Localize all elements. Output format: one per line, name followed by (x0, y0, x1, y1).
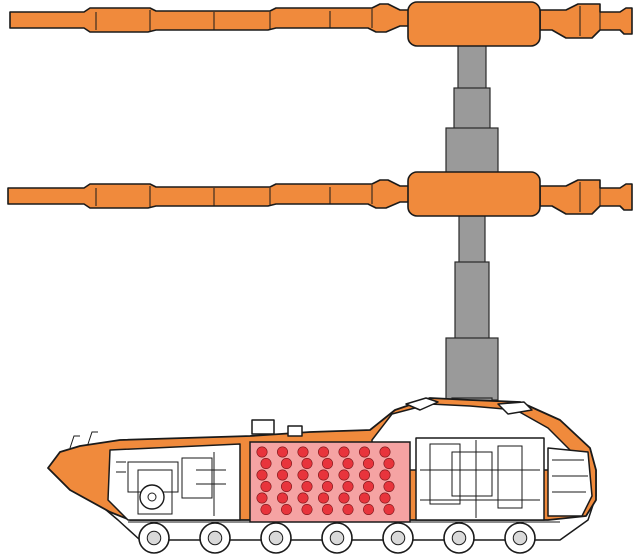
antenna-arm-left (7, 179, 413, 209)
rear-detail (420, 440, 540, 518)
ammo-round (379, 492, 391, 504)
ammo-round (256, 446, 268, 458)
road-wheel-icon (138, 522, 170, 554)
ammo-round (260, 480, 272, 492)
ammo-round (358, 446, 370, 458)
telescopic-mast-icon (445, 39, 499, 419)
ammo-round (362, 503, 374, 515)
road-wheel-group (138, 522, 536, 554)
ammo-round (321, 480, 333, 492)
ammo-round (383, 457, 395, 469)
ammo-round (338, 492, 350, 504)
antenna-arm-right (539, 179, 633, 215)
rear-compartment (415, 437, 545, 521)
ammo-round (342, 503, 354, 515)
ammo-round (338, 469, 350, 481)
ammo-round (276, 469, 288, 481)
ammo-round (301, 503, 313, 515)
ammo-round (301, 480, 313, 492)
ammo-round (280, 480, 292, 492)
ammo-round (358, 492, 370, 504)
road-wheel-icon (199, 522, 231, 554)
ammo-round (383, 480, 395, 492)
ammo-round (358, 469, 370, 481)
ammo-round (383, 503, 395, 515)
ammo-round (342, 457, 354, 469)
road-wheel-icon (260, 522, 292, 554)
rear-box (547, 447, 593, 517)
ammo-round (379, 446, 391, 458)
ammo-round (280, 503, 292, 515)
front-rail (69, 431, 98, 449)
mast-section (445, 337, 499, 401)
ammo-round (342, 480, 354, 492)
mast-section (454, 261, 490, 341)
mast-hub-upper (407, 1, 541, 47)
ammo-round (379, 469, 391, 481)
road-wheel-icon (443, 522, 475, 554)
ammo-round (321, 457, 333, 469)
mast-section (453, 87, 491, 131)
ammo-rack-icon (256, 446, 395, 515)
ammo-round (362, 457, 374, 469)
engine-wheel (139, 484, 165, 510)
ammo-round (260, 457, 272, 469)
ammo-round (260, 503, 272, 515)
ammo-round (317, 469, 329, 481)
tracked-vehicle-cutaway-icon (47, 397, 597, 554)
mast-section (457, 39, 487, 91)
lower-antenna-arm (7, 171, 633, 217)
antenna-arm-left (9, 3, 413, 33)
turret-hatch (497, 401, 533, 415)
road-wheel-icon (382, 522, 414, 554)
antenna-arm-right (539, 3, 633, 39)
ammo-round (276, 446, 288, 458)
hatch (287, 425, 303, 437)
road-wheel-icon (504, 522, 536, 554)
ammo-round (256, 492, 268, 504)
hatch (251, 419, 275, 435)
ammo-round (301, 457, 313, 469)
ammo-round (317, 492, 329, 504)
ammo-round (321, 503, 333, 515)
ammo-round (338, 446, 350, 458)
ammo-round (317, 446, 329, 458)
ammo-round (362, 480, 374, 492)
ammo-round (297, 469, 309, 481)
ammo-round (256, 469, 268, 481)
upper-antenna-arm (9, 1, 633, 47)
turret-hatch (405, 397, 439, 411)
ammo-round (297, 492, 309, 504)
ammo-round (276, 492, 288, 504)
road-wheel-icon (321, 522, 353, 554)
ammo-round (297, 446, 309, 458)
ammo-round (280, 457, 292, 469)
mast-hub-lower (407, 171, 541, 217)
